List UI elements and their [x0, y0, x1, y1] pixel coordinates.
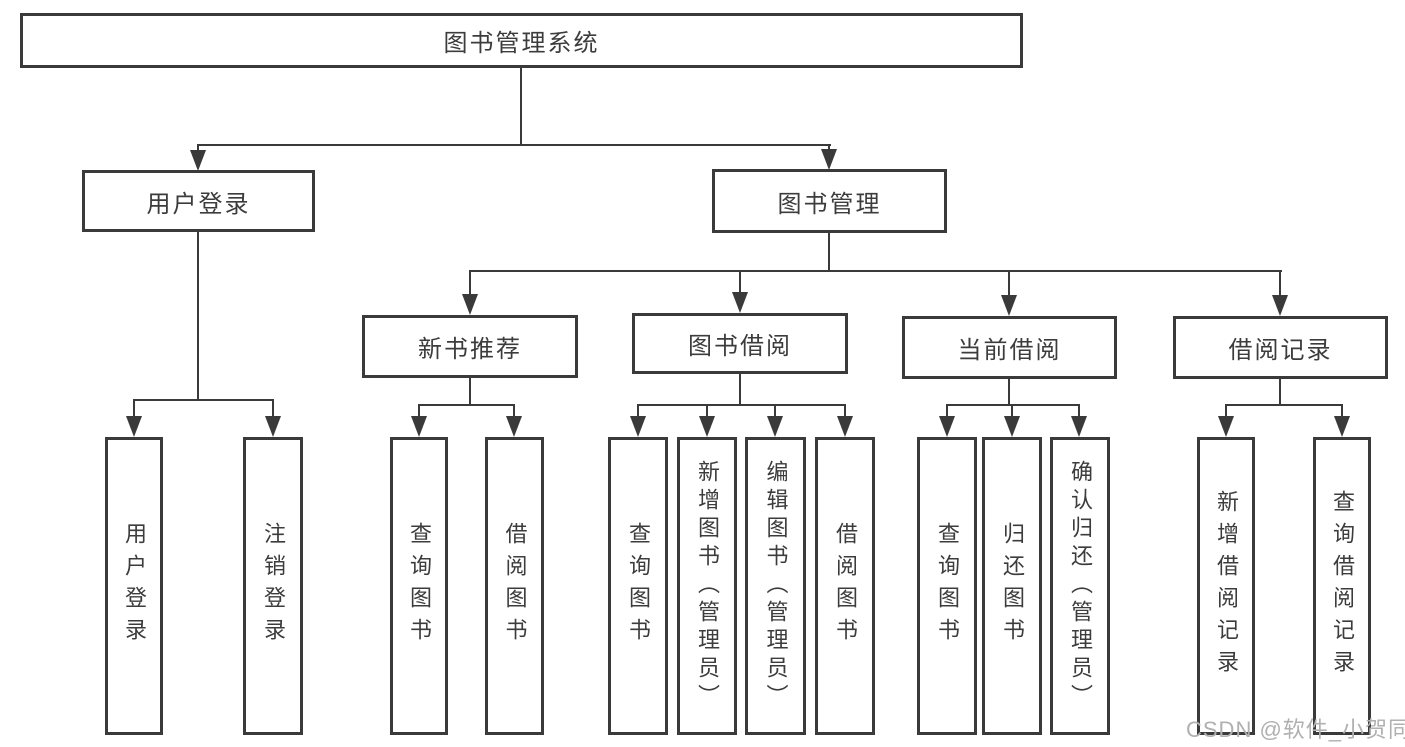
node-new-book-recommend: 新书推荐: [362, 315, 578, 378]
leaf-borrow-books-2-label: 借阅图书: [833, 522, 858, 650]
connector-line: [1011, 404, 1013, 418]
connector-line: [1225, 404, 1343, 406]
node-user-login: 用户登录: [82, 170, 315, 232]
connector-line: [774, 404, 776, 418]
connector-line: [418, 404, 420, 418]
leaf-query-books-3: 查询图书: [917, 437, 977, 735]
leaf-logout-login-label: 注销登录: [261, 522, 286, 650]
connector-line: [706, 404, 708, 418]
connector-line: [469, 270, 471, 297]
leaf-borrow-books-2: 借阅图书: [815, 437, 875, 735]
leaf-user-login-label: 用户登录: [122, 522, 147, 650]
leaf-query-books-1: 查询图书: [390, 437, 448, 735]
arrow-down-icon: [506, 416, 522, 437]
connector-line: [637, 404, 639, 418]
node-current-borrow-label: 当前借阅: [957, 337, 1062, 364]
arrow-down-icon: [821, 149, 837, 170]
connector-line: [1008, 377, 1010, 405]
connector-line: [418, 404, 515, 406]
arrow-down-icon: [767, 416, 783, 437]
arrow-down-icon: [462, 294, 478, 315]
leaf-add-books-admin-label: 新增图书（管理员）: [695, 460, 720, 712]
leaf-query-books-3-label: 查询图书: [935, 522, 960, 650]
leaf-confirm-return-admin-label: 确认归还（管理员）: [1068, 460, 1093, 712]
connector-line: [197, 230, 199, 400]
arrow-down-icon: [1004, 416, 1020, 437]
leaf-add-books-admin: 新增图书（管理员）: [677, 437, 737, 735]
connector-line: [469, 376, 471, 405]
node-book-borrow-label: 图书借阅: [688, 333, 792, 360]
connector-line: [739, 372, 741, 405]
arrow-down-icon: [1272, 295, 1288, 316]
arrow-down-icon: [699, 416, 715, 437]
connector-line: [946, 404, 1080, 406]
connector-line: [1279, 270, 1281, 298]
node-current-borrow: 当前借阅: [902, 316, 1117, 379]
arrow-down-icon: [126, 416, 142, 437]
leaf-borrow-books-1-label: 借阅图书: [502, 522, 528, 650]
connector-line: [469, 270, 1282, 272]
connector-line: [520, 68, 522, 146]
connector-line: [828, 144, 830, 151]
arrow-down-icon: [411, 416, 427, 437]
leaf-edit-books-admin-label: 编辑图书（管理员）: [763, 460, 789, 712]
node-book-management-label: 图书管理: [777, 190, 882, 218]
arrow-down-icon: [1218, 416, 1234, 437]
connector-line: [133, 399, 274, 401]
connector-line: [828, 231, 830, 271]
arrow-down-icon: [630, 416, 646, 437]
connector-line: [272, 399, 274, 418]
leaf-query-books-2-label: 查询图书: [626, 522, 651, 650]
leaf-return-books: 归还图书: [982, 437, 1042, 735]
arrow-down-icon: [939, 416, 955, 437]
arrow-down-icon: [1001, 295, 1017, 316]
arrow-down-icon: [265, 416, 281, 437]
arrow-down-icon: [732, 292, 748, 313]
node-root-label: 图书管理系统: [443, 30, 600, 57]
connector-line: [637, 404, 845, 406]
leaf-add-borrow-record: 新增借阅记录: [1197, 437, 1255, 735]
connector-line: [197, 144, 831, 146]
leaf-query-books-2: 查询图书: [608, 437, 668, 735]
node-book-management: 图书管理: [712, 169, 947, 233]
arrow-down-icon: [837, 416, 853, 437]
leaf-borrow-books-1: 借阅图书: [485, 437, 544, 735]
connector-line: [1225, 404, 1227, 418]
leaf-confirm-return-admin: 确认归还（管理员）: [1050, 437, 1110, 735]
connector-line: [197, 144, 199, 152]
connector-line: [513, 404, 515, 418]
connector-line: [946, 404, 948, 418]
node-borrow-records: 借阅记录: [1173, 316, 1388, 379]
node-root: 图书管理系统: [20, 13, 1023, 68]
leaf-logout-login: 注销登录: [243, 437, 303, 735]
arrow-down-icon: [190, 150, 206, 171]
watermark: CSDN @软件_小贺同学: [1186, 717, 1405, 742]
arrow-down-icon: [1334, 416, 1350, 437]
leaf-query-borrow-record: 查询借阅记录: [1313, 437, 1371, 735]
connector-line: [133, 399, 135, 418]
leaf-edit-books-admin: 编辑图书（管理员）: [745, 437, 806, 735]
connector-line: [1078, 404, 1080, 418]
connector-line: [1279, 377, 1281, 405]
node-new-book-recommend-label: 新书推荐: [418, 336, 522, 363]
leaf-query-books-1-label: 查询图书: [407, 522, 432, 650]
leaf-query-borrow-record-label: 查询借阅记录: [1330, 490, 1355, 682]
leaf-user-login: 用户登录: [105, 437, 163, 735]
connector-line: [1341, 404, 1343, 418]
connector-line: [1008, 270, 1010, 298]
connector-line: [844, 404, 846, 418]
arrow-down-icon: [1071, 416, 1087, 437]
node-book-borrow: 图书借阅: [632, 313, 848, 374]
node-borrow-records-label: 借阅记录: [1228, 337, 1333, 364]
connector-line: [739, 270, 741, 295]
leaf-add-borrow-record-label: 新增借阅记录: [1214, 490, 1239, 682]
leaf-return-books-label: 归还图书: [1000, 522, 1025, 650]
node-user-login-label: 用户登录: [146, 190, 251, 218]
